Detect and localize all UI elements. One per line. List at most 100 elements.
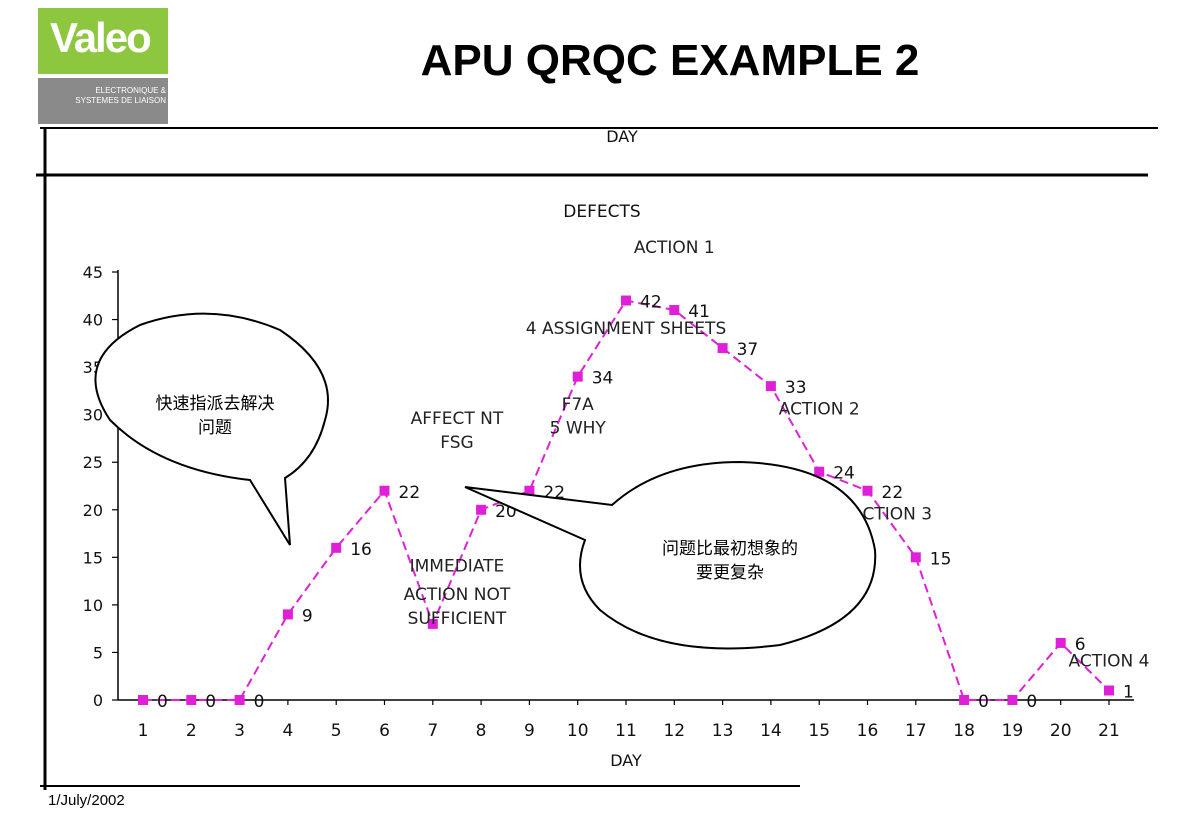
data-point (1104, 685, 1114, 696)
data-label: 33 (785, 378, 807, 398)
chart-annotation: SUFFICIENT (408, 609, 507, 629)
data-label: 0 (254, 692, 265, 712)
x-tick-label: 21 (1098, 721, 1120, 741)
logo-sub-line1: ELECTRONIQUE & (95, 86, 166, 95)
data-label: 22 (399, 483, 421, 503)
callout-left-bubble (94, 312, 329, 546)
data-point (524, 485, 535, 496)
data-label: 41 (688, 302, 710, 322)
chart-annotation: 5 WHY (550, 419, 607, 439)
data-label: 1 (1123, 682, 1134, 702)
data-point (476, 504, 487, 515)
top-axis-label: DAY (606, 127, 638, 146)
x-tick-label: 6 (379, 721, 390, 741)
y-tick-label: 15 (83, 548, 103, 567)
y-tick-label: 25 (83, 453, 103, 472)
x-tick-label: 19 (1002, 721, 1024, 741)
data-point (910, 552, 921, 563)
y-tick-label: 10 (83, 596, 103, 615)
data-point (862, 485, 873, 496)
callout-left-line1: 快速指派去解决 (155, 394, 275, 414)
data-point (572, 371, 583, 382)
x-tick-label: 16 (857, 721, 879, 741)
x-tick-label: 14 (760, 721, 782, 741)
callout-right-text: 问题比最初想象的 要更复杂 (610, 537, 850, 585)
y-tick-label: 40 (83, 311, 103, 330)
data-point (1007, 695, 1018, 705)
y-tick-label: 45 (83, 263, 103, 282)
data-point (186, 695, 197, 705)
data-label: 0 (157, 692, 168, 712)
data-label: 22 (882, 483, 904, 503)
x-tick-label: 13 (712, 721, 734, 741)
y-tick-label: 0 (93, 691, 103, 710)
x-tick-label: 12 (663, 721, 685, 741)
logo-green-block: Valeo (30, 8, 168, 74)
x-axis-label: DAY (610, 751, 642, 770)
chart-annotation: ACTION 1 (634, 238, 715, 258)
slide-title: APU QRQC EXAMPLE 2 (420, 36, 920, 85)
chart-annotation: ACTION 4 (1069, 652, 1150, 672)
x-tick-label: 18 (953, 721, 975, 741)
logo-subtitle: ELECTRONIQUE & SYSTEMES DE LIAISON (48, 86, 166, 106)
logo-name: Valeo (50, 14, 152, 61)
callout-right-line1: 问题比最初想象的 (662, 539, 798, 559)
chart-annotation: AFFECT NT (411, 409, 504, 429)
chart-annotation: ACTION 3 (851, 504, 932, 524)
x-tick-label: 10 (567, 721, 589, 741)
x-tick-label: 4 (282, 721, 293, 741)
callout-right-bubble (464, 460, 877, 650)
chart-title: DEFECTS (563, 202, 640, 222)
data-label: 37 (737, 340, 759, 360)
data-label: 24 (833, 464, 855, 484)
data-label: 0 (978, 692, 989, 712)
data-point (282, 609, 293, 620)
x-tick-label: 9 (524, 721, 535, 741)
data-point (814, 466, 825, 477)
data-label: 9 (302, 606, 313, 626)
data-label: 34 (592, 369, 614, 389)
data-point (138, 695, 148, 705)
data-label: 16 (350, 540, 372, 560)
data-point (331, 542, 342, 553)
chart-annotation: FSG (440, 433, 473, 453)
data-point (717, 343, 728, 354)
logo-sub-line2: SYSTEMES DE LIAISON (75, 96, 166, 105)
data-point (959, 695, 970, 705)
x-tick-label: 7 (427, 721, 438, 741)
y-tick-label: 30 (83, 406, 103, 425)
x-tick-label: 15 (808, 721, 830, 741)
footer-date: 1/July/2002 (48, 792, 125, 809)
data-label: 42 (640, 293, 662, 313)
chart-annotation: ACTION 2 (779, 400, 860, 420)
chart-annotation: ACTION NOT (404, 585, 511, 605)
data-point (234, 695, 245, 705)
x-tick-label: 1 (138, 721, 149, 741)
data-label: 15 (930, 549, 952, 569)
callout-left-line2: 问题 (198, 418, 232, 438)
x-tick-label: 20 (1050, 721, 1072, 741)
chart-annotation: 4 ASSIGNMENT SHEETS (526, 319, 726, 339)
data-point (669, 305, 680, 316)
chart-annotation: F7A (562, 395, 595, 415)
x-tick-label: 3 (234, 721, 245, 741)
data-point (621, 295, 631, 306)
logo-grey-block: ELECTRONIQUE & SYSTEMES DE LIAISON (30, 78, 168, 124)
x-tick-label: 5 (331, 721, 342, 741)
x-tick-label: 11 (615, 721, 637, 741)
y-tick-label: 5 (93, 643, 103, 662)
x-tick-label: 8 (476, 721, 487, 741)
data-point (1055, 637, 1066, 648)
data-label: 0 (1026, 692, 1037, 712)
data-point (427, 618, 438, 629)
data-label: 6 (1075, 635, 1086, 655)
x-tick-label: 2 (186, 721, 197, 741)
y-tick-label: 20 (83, 501, 103, 520)
chart-annotation: IMMEDIATE (410, 557, 505, 577)
valeo-logo: Valeo ELECTRONIQUE & SYSTEMES DE LIAISON (30, 8, 168, 124)
data-point (379, 485, 390, 496)
data-point (765, 381, 776, 392)
data-label: 0 (205, 692, 216, 712)
